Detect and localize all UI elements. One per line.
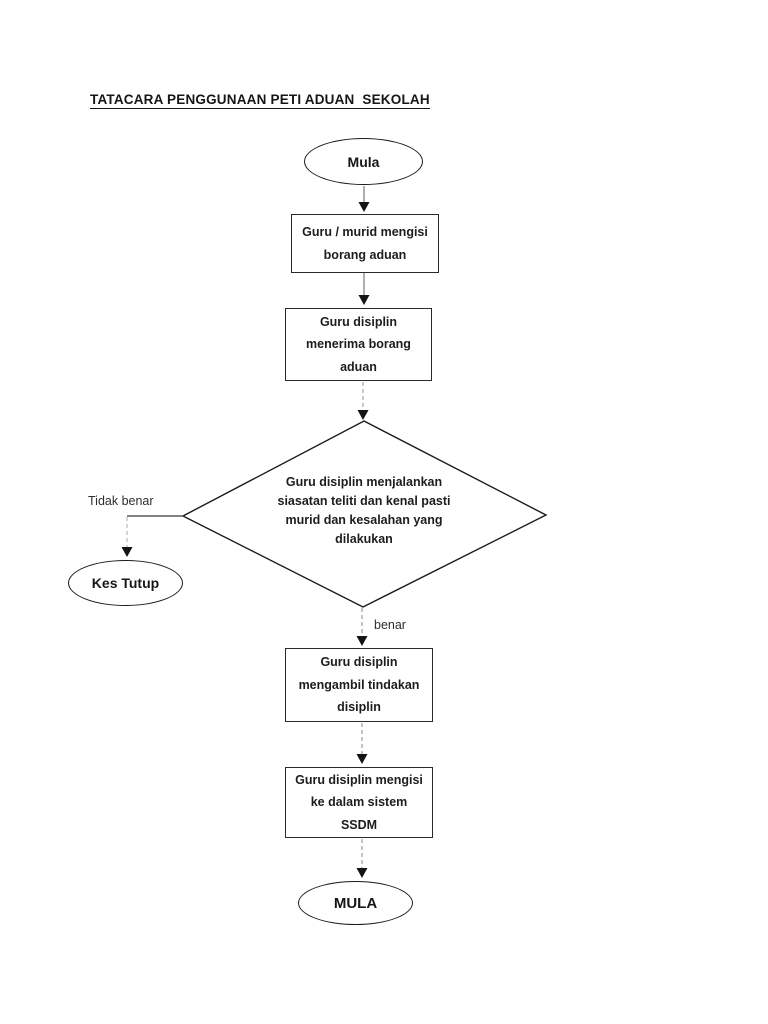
- arrowhead-down-icon: [356, 636, 368, 646]
- decision-diamond: [181, 420, 548, 608]
- step1-line: borang aduan: [323, 247, 407, 262]
- page-title: TATACARA PENGGUNAAN PETI ADUAN SEKOLAH: [90, 92, 430, 109]
- end-oval-label: MULA: [333, 894, 378, 912]
- arrowhead-down-icon: [121, 547, 133, 557]
- step2-line: aduan: [340, 359, 377, 374]
- case-closed-label: Kes Tutup: [91, 575, 160, 591]
- flowchart-step3-box: Guru disiplin mengambil tindakan disipli…: [285, 648, 433, 722]
- branch-label-benar: benar: [374, 618, 406, 632]
- step3-line: mengambil tindakan: [298, 677, 420, 692]
- decision-line: murid dan kesalahan yang: [285, 513, 443, 527]
- arrowhead-down-icon: [356, 754, 368, 764]
- step4-line: SSDM: [340, 817, 378, 832]
- decision-line: dilakukan: [335, 532, 393, 546]
- step3-line: disiplin: [337, 700, 381, 715]
- flowchart-step2-box: Guru disiplin menerima borang aduan: [285, 308, 432, 381]
- flowchart-step1-box: Guru / murid mengisi borang aduan: [291, 214, 439, 273]
- arrowhead-down-icon: [356, 868, 368, 878]
- step4-line: ke dalam sistem: [310, 795, 408, 810]
- start-oval-label: Mula: [347, 153, 380, 170]
- decision-line: Guru disiplin menjalankan: [285, 475, 443, 489]
- step3-line: Guru disiplin: [320, 655, 398, 670]
- step2-line: Guru disiplin: [319, 314, 398, 329]
- arrowhead-down-icon: [357, 410, 369, 420]
- branch-label-tidak-benar: Tidak benar: [88, 494, 154, 508]
- flowchart-case-closed-oval: Kes Tutup: [68, 560, 183, 606]
- decision-diamond-text: Guru disiplin menjalankan siasatan telit…: [234, 473, 494, 549]
- arrowhead-down-icon: [358, 202, 370, 212]
- step2-line: menerima borang: [306, 337, 411, 352]
- decision-line: siasatan teliti dan kenal pasti: [277, 494, 451, 508]
- step4-line: Guru disiplin mengisi: [295, 772, 423, 787]
- arrowhead-down-icon: [358, 295, 370, 305]
- flowchart-end-oval: MULA: [298, 881, 413, 925]
- flowchart-start-oval: Mula: [304, 138, 423, 185]
- flowchart-step4-box: Guru disiplin mengisi ke dalam sistem SS…: [285, 767, 433, 838]
- step1-line: Guru / murid mengisi: [302, 225, 428, 239]
